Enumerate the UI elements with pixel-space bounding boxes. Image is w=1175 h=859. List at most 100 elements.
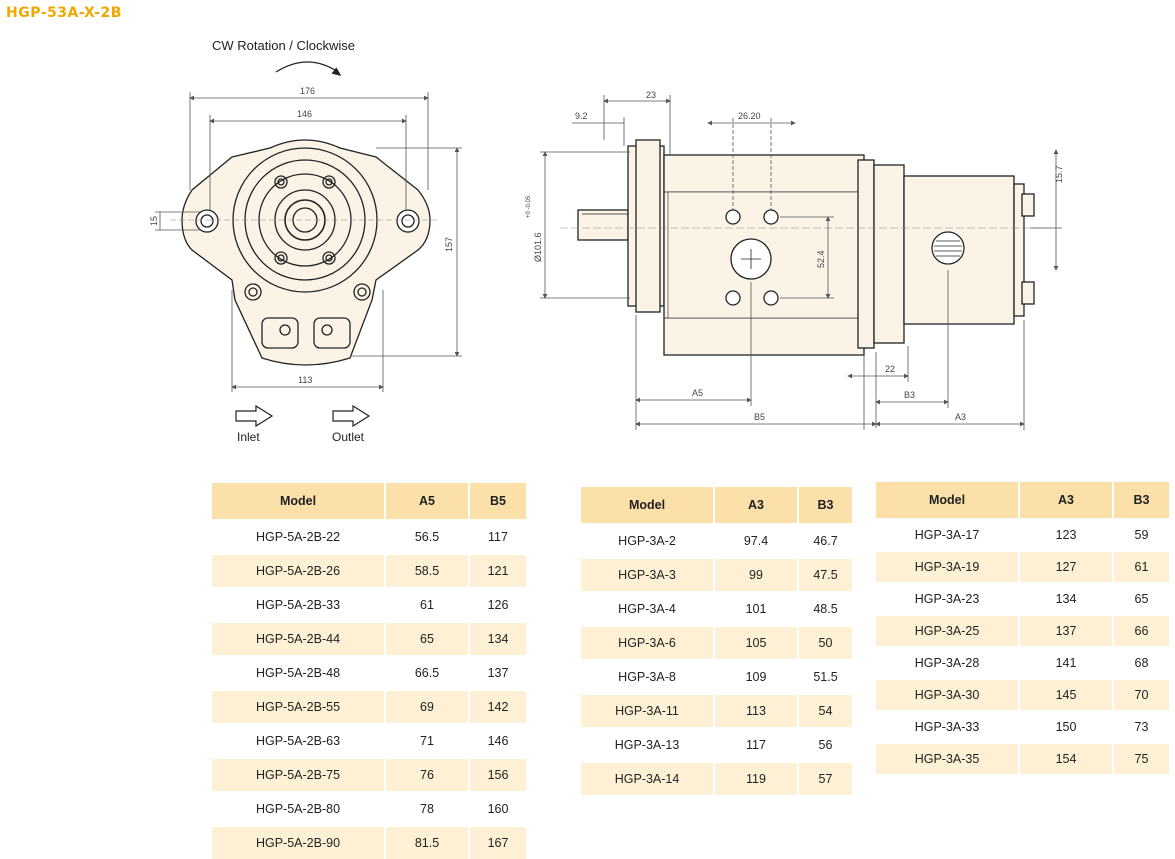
value-cell: 105 [714, 625, 799, 660]
value-cell: 59 [1113, 518, 1171, 551]
model-cell: HGP-3A-33 [876, 710, 1020, 743]
model-cell: HGP-5A-2B-63 [212, 723, 386, 758]
inlet-arrow-icon [235, 404, 274, 428]
model-cell: HGP-3A-13 [581, 727, 715, 762]
value-cell: 73 [1113, 710, 1171, 743]
inlet-label: Inlet [237, 430, 260, 444]
value-cell: 61 [1113, 550, 1171, 583]
value-cell: 134 [1019, 582, 1114, 615]
model-cell: HGP-3A-6 [581, 625, 715, 660]
model-cell: HGP-3A-28 [876, 646, 1020, 679]
dim-26-20: 26.20 [738, 111, 761, 121]
technical-drawing: CW Rotation / Clockwise [149, 38, 1064, 444]
value-cell: 71 [385, 723, 470, 758]
col-header: B5 [469, 483, 528, 520]
value-cell: 156 [469, 757, 528, 792]
dim-176: 176 [300, 86, 315, 96]
col-header: A5 [385, 483, 470, 520]
value-cell: 150 [1019, 710, 1114, 743]
rotation-arrow-icon [275, 61, 339, 73]
model-cell: HGP-5A-2B-33 [212, 587, 386, 622]
value-cell: 70 [1113, 678, 1171, 711]
value-cell: 65 [385, 621, 470, 656]
model-cell: HGP-5A-2B-90 [212, 825, 386, 859]
value-cell: 47.5 [798, 557, 854, 592]
side-dimensions [540, 95, 1062, 430]
dim-146: 146 [297, 109, 312, 119]
value-cell: 141 [1019, 646, 1114, 679]
value-cell: 99 [714, 557, 799, 592]
model-cell: HGP-3A-11 [581, 693, 715, 728]
value-cell: 123 [1019, 518, 1114, 551]
value-cell: 75 [1113, 742, 1171, 774]
dim-diameter: Ø101.6 [533, 232, 543, 262]
value-cell: 145 [1019, 678, 1114, 711]
value-cell: 46.7 [798, 523, 854, 558]
col-header: A3 [1019, 482, 1114, 519]
outlet-label: Outlet [332, 430, 365, 444]
model-cell: HGP-5A-2B-80 [212, 791, 386, 826]
dim-15: 15 [149, 216, 159, 226]
model-cell: HGP-3A-3 [581, 557, 715, 592]
value-cell: 117 [469, 519, 528, 554]
col-header: Model [876, 482, 1020, 519]
model-cell: HGP-3A-2 [581, 523, 715, 558]
value-cell: 66.5 [385, 655, 470, 690]
value-cell: 117 [714, 727, 799, 762]
col-header: B3 [1113, 482, 1171, 519]
dim-a5: A5 [692, 388, 703, 398]
value-cell: 50 [798, 625, 854, 660]
front-view: CW Rotation / Clockwise [170, 38, 440, 366]
value-cell: 121 [469, 553, 528, 588]
outlet-arrow-icon [332, 404, 371, 428]
model-cell: HGP-3A-4 [581, 591, 715, 626]
value-cell: 154 [1019, 742, 1114, 774]
dim-9-2: 9.2 [575, 111, 588, 121]
model-cell: HGP-3A-17 [876, 518, 1020, 551]
value-cell: 51.5 [798, 659, 854, 694]
col-header: B3 [798, 487, 854, 524]
value-cell: 97.4 [714, 523, 799, 558]
rear-port [931, 231, 965, 265]
value-cell: 57 [798, 761, 854, 795]
model-cell: HGP-3A-35 [876, 742, 1020, 774]
page-title: HGP-53A-X-2B [6, 5, 122, 21]
value-cell: 78 [385, 791, 470, 826]
dim-tolerance: +0 -0.05 [526, 195, 532, 218]
value-cell: 69 [385, 689, 470, 724]
value-cell: 137 [1019, 614, 1114, 647]
value-cell: 56 [798, 727, 854, 762]
model-cell: HGP-3A-19 [876, 550, 1020, 583]
value-cell: 137 [469, 655, 528, 690]
value-cell: 109 [714, 659, 799, 694]
value-cell: 127 [1019, 550, 1114, 583]
value-cell: 68 [1113, 646, 1171, 679]
model-cell: HGP-5A-2B-75 [212, 757, 386, 792]
rotation-label: CW Rotation / Clockwise [212, 38, 355, 53]
